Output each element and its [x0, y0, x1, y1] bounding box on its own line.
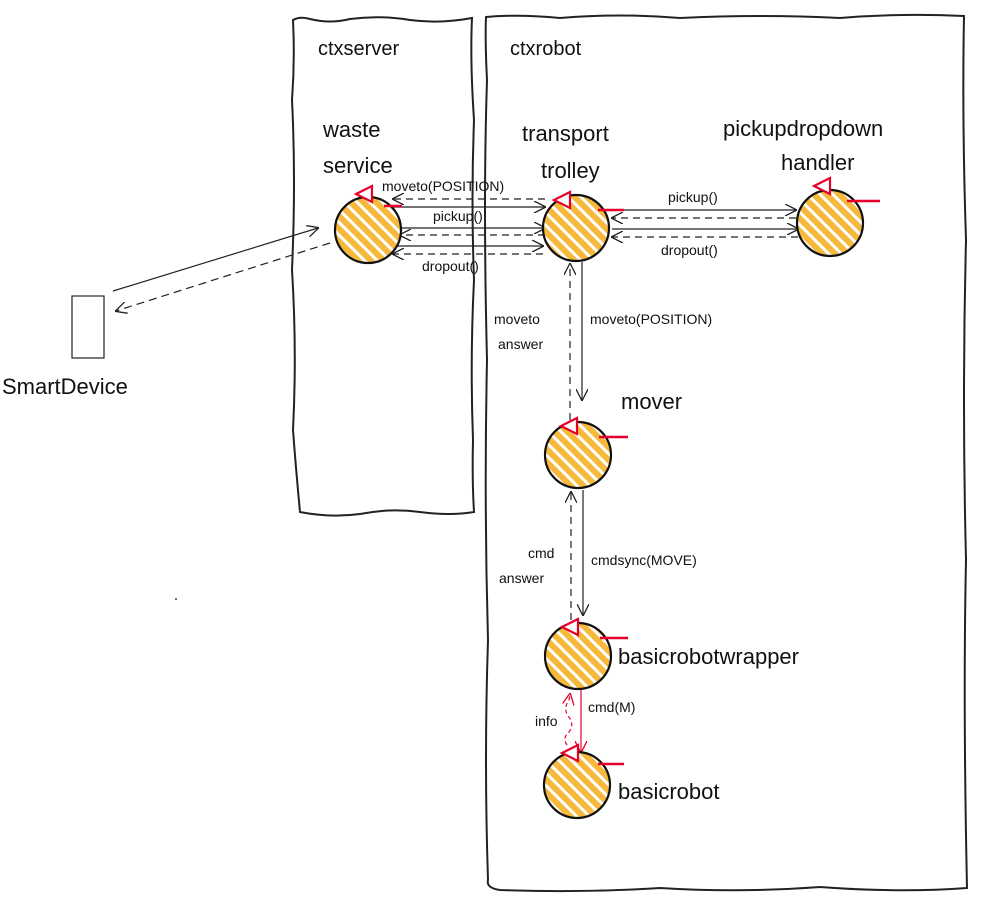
basicrobot-label: basicrobot	[618, 779, 720, 804]
waste-service-marker-icon	[353, 184, 374, 204]
smart-device-label: SmartDevice	[2, 374, 128, 399]
msg-cmd-m: cmd(M)	[588, 699, 635, 715]
waste-service-label-1: waste	[322, 117, 380, 142]
pickup-handler-marker-icon	[811, 176, 832, 196]
actor-basicrobotwrapper: basicrobotwrapper	[543, 617, 799, 691]
transport-trolley-label-1: transport	[522, 121, 609, 146]
msg-cmd-sync: cmdsync(MOVE)	[591, 552, 697, 568]
smart-device-box	[71, 295, 105, 359]
msg-mv-answer-2: answer	[498, 336, 543, 352]
ctxrobot-label: ctxrobot	[510, 38, 582, 60]
actor-waste-service: waste service	[322, 117, 403, 265]
stray-dot	[175, 598, 177, 600]
pickup-handler-label-1: pickupdropdown	[723, 116, 883, 141]
actor-mover: mover	[543, 389, 682, 490]
ctxserver-label: ctxserver	[318, 38, 399, 60]
mover-marker-icon	[558, 416, 579, 436]
actor-basicrobot: basicrobot	[542, 743, 720, 820]
msg-mv-moveto: moveto(POSITION)	[590, 311, 712, 327]
msg-ws-moveto: moveto(POSITION)	[382, 178, 504, 194]
waste-service-label-2: service	[323, 153, 393, 178]
device-to-waste-arrow	[112, 228, 318, 292]
msg-mv-answer-1: moveto	[494, 311, 540, 327]
transport-trolley-node	[541, 193, 611, 263]
pickup-handler-label-2: handler	[781, 150, 854, 175]
actor-transport-trolley: transport trolley	[522, 121, 624, 263]
transport-trolley-marker-icon	[551, 190, 572, 210]
msg-info: info	[535, 713, 558, 729]
msg-tt-dropout: dropout()	[661, 242, 718, 258]
smart-device: SmartDevice	[2, 295, 128, 399]
msg-cmd-answer-1: cmd	[528, 545, 554, 561]
context-ctxrobot: ctxrobot	[484, 13, 969, 893]
mover-label: mover	[621, 389, 682, 414]
waste-to-device-arrow	[116, 242, 331, 311]
basicrobot-marker-icon	[559, 743, 580, 763]
msg-cmd-answer-2: answer	[499, 570, 544, 586]
basicrobot-node	[542, 750, 612, 820]
actor-pickupdropdown-handler: pickupdropdown handler	[723, 116, 883, 258]
wrapper-label: basicrobotwrapper	[618, 644, 799, 669]
wrapper-marker-icon	[559, 617, 580, 637]
msg-tt-pickup: pickup()	[668, 189, 718, 205]
msg-ws-pickup: pickup()	[433, 208, 483, 224]
msg-ws-dropout: dropout()	[422, 258, 479, 274]
info-arrow	[565, 694, 572, 746]
context-ctxserver: ctxserver	[290, 16, 476, 517]
transport-trolley-label-2: trolley	[541, 158, 600, 183]
